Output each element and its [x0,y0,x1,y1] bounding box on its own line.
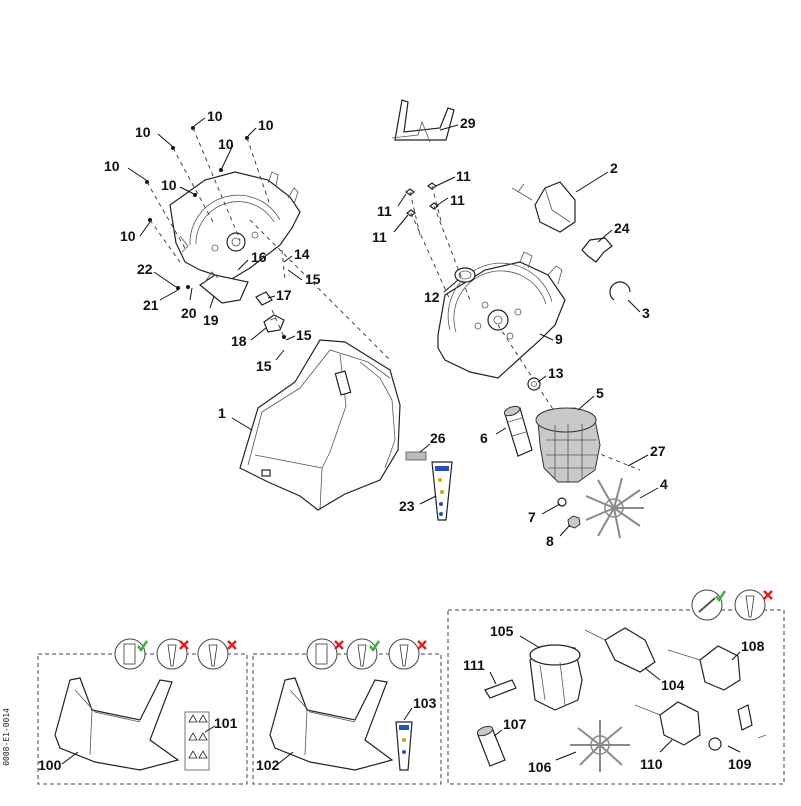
housing-variant-102 [269,677,394,771]
callout-11a: 11 [456,168,471,184]
callout-108: 108 [741,638,765,654]
variant-box-105 [447,609,785,785]
clip-17 [255,291,273,306]
callout-6: 6 [480,430,488,446]
callout-10d: 10 [258,117,274,133]
cross-icon [417,640,427,650]
callout-26: 26 [430,430,446,446]
bottom-callouts: 100 101 102 103 105 104 108 111 107 106 … [38,623,765,775]
label-26 [405,451,427,461]
callout-12: 12 [424,289,440,305]
callout-101: 101 [214,715,238,731]
motor-5 [535,407,601,483]
callout-15b: 15 [296,327,312,343]
callout-111: 111 [463,657,485,673]
callout-106: 106 [528,759,552,775]
rear-cover-left [169,171,301,281]
screw-points [145,126,286,339]
ring-3 [609,281,631,301]
check-icon [369,640,381,653]
callout-11b: 11 [377,203,392,219]
callout-3: 3 [642,305,650,321]
capacitor-107 [476,725,506,767]
motor-105 [529,644,583,711]
callout-11d: 11 [372,229,387,245]
callout-24: 24 [614,220,630,236]
callout-104: 104 [661,677,685,693]
nut-8 [567,515,581,529]
check-icon [715,590,727,603]
capacitor-6 [503,405,533,457]
callout-16: 16 [251,249,267,265]
cross-icon [334,640,344,650]
callout-10c: 10 [218,136,234,152]
callout-5: 5 [596,385,604,401]
screws-11 [405,182,439,217]
callout-105: 105 [490,623,514,639]
callout-13: 13 [548,365,564,381]
callout-21: 21 [143,297,159,313]
callout-10e: 10 [104,158,120,174]
drawing-reference-code: 0008-E1-0014 [2,708,11,766]
callout-19: 19 [203,312,219,328]
switch-18 [263,314,285,333]
callout-100: 100 [38,757,62,773]
callout-109: 109 [728,756,752,772]
callout-23: 23 [399,498,415,514]
clip-24 [581,237,613,263]
callout-27: 27 [650,443,666,459]
callout-2: 2 [610,160,618,176]
variant-indicators [114,589,773,670]
housing-1 [239,339,401,511]
variant-box-100 [37,653,248,785]
stand-29 [391,99,455,143]
callout-8: 8 [546,533,554,549]
callout-10g: 10 [120,228,136,244]
callout-9: 9 [555,331,563,347]
callout-1: 1 [218,405,226,421]
callout-102: 102 [256,757,280,773]
check-icon [137,640,149,653]
housing-variant-100 [54,677,180,771]
callout-22: 22 [137,261,153,277]
callouts: 10 10 10 10 10 10 10 22 21 20 19 16 14 1… [104,108,668,549]
motor-cover-2 [511,181,576,233]
callout-17: 17 [276,287,292,303]
cover-110 [634,701,701,746]
callout-29: 29 [460,115,476,131]
cross-icon [763,590,773,600]
brush-111 [484,679,517,699]
callout-18: 18 [231,333,247,349]
callout-14: 14 [294,246,310,262]
cross-icon [227,640,237,650]
fan-106 [570,720,630,772]
cover-104 [584,627,656,673]
callout-15a: 15 [305,271,321,287]
housing-9 [437,251,566,379]
callout-10a: 10 [207,108,223,124]
switch-109 [708,704,767,751]
decal-23 [431,461,453,521]
fan-4 [585,477,644,539]
callout-107: 107 [503,716,527,732]
warning-label-101 [184,711,210,771]
callout-4: 4 [660,476,668,492]
callout-10b: 10 [135,124,151,140]
bearing-13 [527,377,541,391]
callout-110: 110 [640,756,663,772]
callout-10f: 10 [161,177,177,193]
grommet-12 [454,267,476,283]
callout-7: 7 [528,509,536,525]
bracket-19 [198,271,249,304]
cross-icon [179,640,189,650]
callout-11c: 11 [450,192,465,208]
callout-20: 20 [181,305,197,321]
callout-15c: 15 [256,358,272,374]
decal-103 [395,721,413,771]
callout-103: 103 [413,695,437,711]
cover-108 [667,645,741,691]
